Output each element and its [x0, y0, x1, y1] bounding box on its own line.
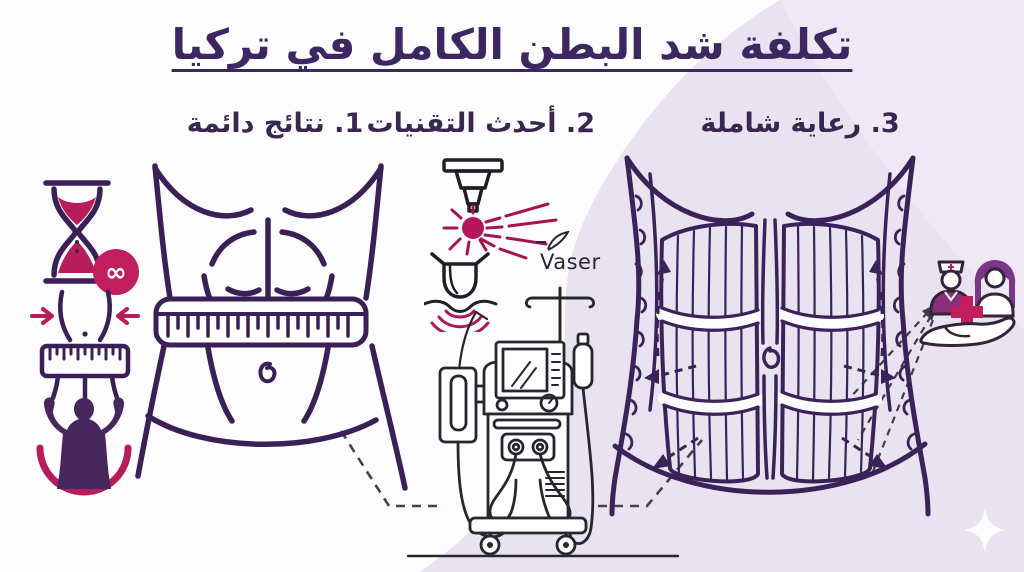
- vaser-leaf-icon: [536, 231, 570, 251]
- sparkle-icon: [964, 508, 1006, 552]
- laser-handpiece-icon: [442, 158, 558, 260]
- ultrasound-probe-icon: [424, 252, 498, 332]
- medical-team-care-icon: [919, 260, 1016, 347]
- section-2-heading: 2. أحدث التقنيات: [366, 108, 595, 139]
- muscle-flex-icon: [36, 397, 132, 496]
- section-1-heading: 1. نتائج دائمة: [186, 108, 364, 139]
- abdominal-muscles-illustration: [609, 155, 931, 517]
- torso-measuring-tape-illustration: [135, 163, 408, 491]
- section-3-heading: 3. رعاية شاملة: [700, 108, 900, 139]
- device-brand-label: Vaser: [536, 231, 620, 286]
- waist-measurement-icon: [30, 289, 140, 401]
- infinity-badge: [93, 249, 139, 295]
- infinity-symbol: ∞: [105, 258, 127, 288]
- page-title: تكلفة شد البطن الكامل في تركيا: [171, 20, 853, 69]
- vaser-machine-illustration: [406, 286, 680, 558]
- hourglass-infinity-icon: ∞: [43, 180, 139, 295]
